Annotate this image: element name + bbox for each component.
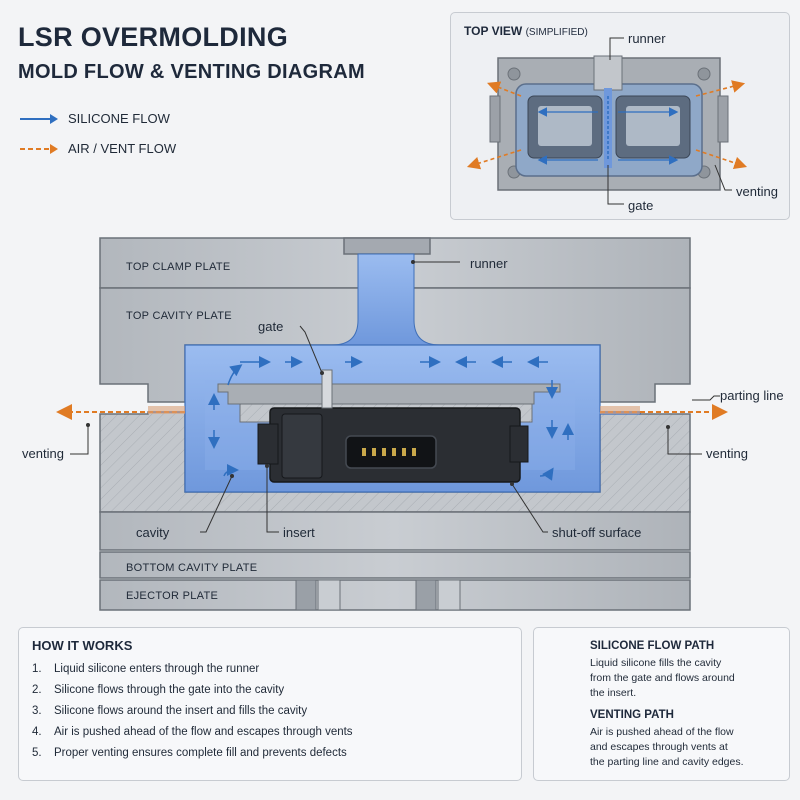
- ejector-plate-label: EJECTOR PLATE: [126, 590, 218, 602]
- venting-path-title: VENTING PATH: [590, 709, 674, 721]
- paths-panel: [533, 627, 790, 781]
- support-plate: [99, 511, 691, 551]
- legend-silicone-flow: SILICONE FLOW: [18, 111, 170, 126]
- vent-flow-right: [600, 404, 728, 420]
- ejector-pin: [295, 579, 317, 611]
- gate-pin: [321, 369, 333, 409]
- ejector-pin: [317, 579, 341, 611]
- gate-label: gate: [258, 319, 283, 334]
- top-view-title: TOP VIEW (SIMPLIFIED): [464, 24, 588, 38]
- insert-label: insert: [283, 525, 315, 540]
- silicone-path-title: SILICONE FLOW PATH: [590, 640, 715, 652]
- ejector-pin: [415, 579, 437, 611]
- mold-cross-section: TOP CLAMP PLATE TOP CAVITY PLATE BOTTOM …: [22, 237, 784, 611]
- bottom-cavity-plate-label: BOTTOM CAVITY PLATE: [126, 562, 257, 574]
- legend-silicone-flow-label: SILICONE FLOW: [68, 111, 170, 126]
- top-cavity-plate-label: TOP CAVITY PLATE: [126, 310, 232, 322]
- runner-label: runner: [470, 256, 508, 271]
- list-item: 2.Silicone flows through the gate into t…: [32, 684, 285, 696]
- how-it-works-title: HOW IT WORKS: [32, 638, 133, 653]
- page-subtitle: MOLD FLOW & VENTING DIAGRAM: [18, 61, 365, 83]
- page-title: LSR OVERMOLDING: [18, 22, 289, 52]
- venting-right-label: venting: [706, 446, 748, 461]
- insert-connector: [257, 407, 529, 483]
- top-clamp-plate-label: TOP CLAMP PLATE: [126, 261, 231, 273]
- list-item: 5.Proper venting ensures complete fill a…: [32, 747, 347, 759]
- venting-left-label: venting: [22, 446, 64, 461]
- list-item: 4.Air is pushed ahead of the flow and es…: [32, 726, 353, 738]
- silicone-flow-arrow-icon: [20, 113, 58, 124]
- how-it-works-panel: [18, 627, 522, 781]
- ejector-plate: [99, 579, 691, 611]
- shutoff-surface-label: shut-off surface: [552, 525, 641, 540]
- list-item: 1.Liquid silicone enters through the run…: [32, 663, 260, 675]
- bottom-cavity-plate: [99, 551, 691, 579]
- legend-air-vent-flow-label: AIR / VENT FLOW: [68, 141, 177, 156]
- top-view-runner-label: runner: [628, 31, 666, 46]
- bolt-hole-icon: [697, 67, 711, 81]
- parting-line-label: parting line: [720, 388, 784, 403]
- runner-channel: [185, 253, 600, 346]
- top-view-runner: [593, 55, 623, 91]
- sprue-bushing: [343, 237, 431, 255]
- vent-flow-left: [56, 404, 185, 420]
- connector-socket: [345, 435, 437, 469]
- top-view-venting-label: venting: [736, 184, 778, 199]
- vent-flow-arrow-icon: [20, 143, 58, 154]
- top-view-diagram: runner gate venting: [466, 31, 778, 213]
- legend-air-vent-flow: AIR / VENT FLOW: [18, 141, 176, 156]
- top-view-gate-label: gate: [628, 198, 653, 213]
- bolt-hole-icon: [507, 67, 521, 81]
- ejector-pin: [437, 579, 461, 611]
- cavity-label: cavity: [136, 525, 170, 540]
- list-item: 3.Silicone flows around the insert and f…: [32, 705, 308, 717]
